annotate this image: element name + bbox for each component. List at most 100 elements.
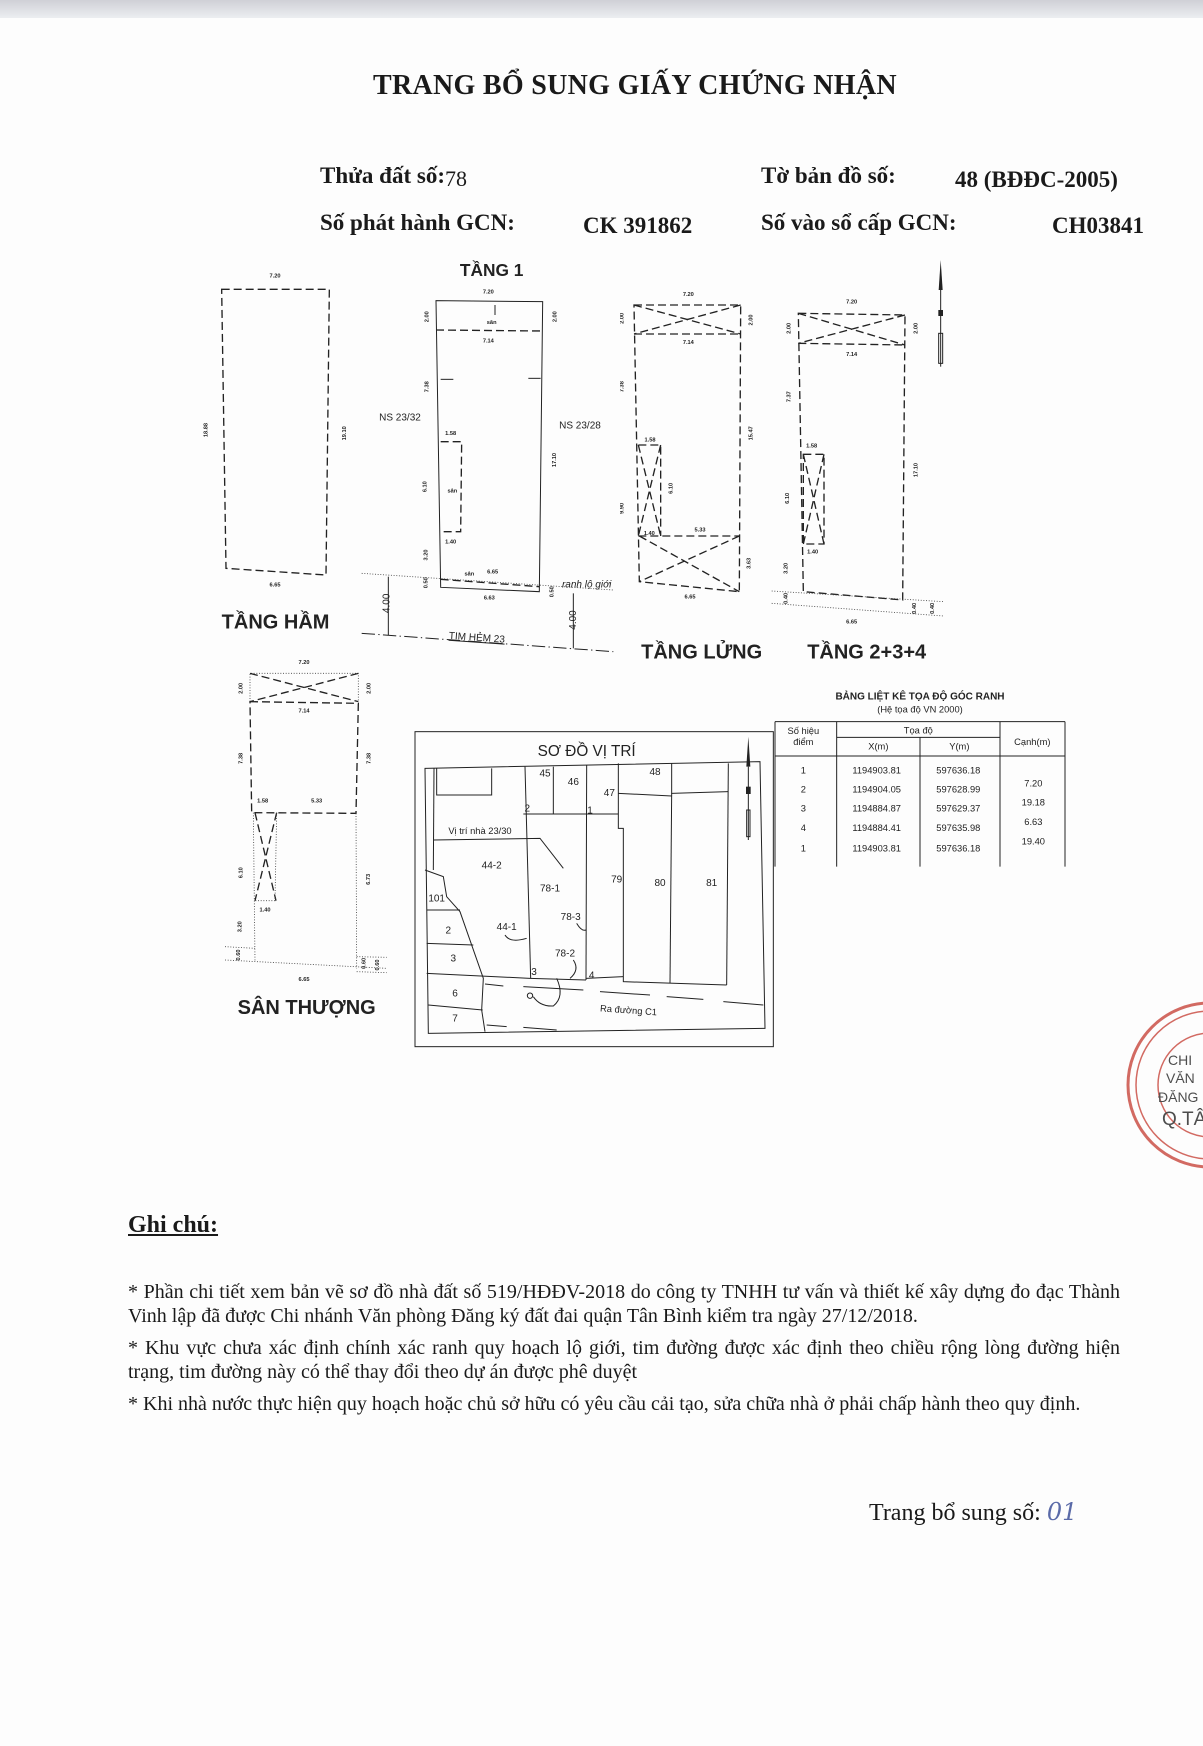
- supplement-label: Trang bổ sung số:: [869, 1500, 1041, 1526]
- cell-point: 2: [801, 785, 806, 795]
- dim-label: 2.00: [619, 313, 625, 324]
- dim-label: 7.37: [787, 391, 793, 402]
- header-y: Y(m): [949, 741, 969, 751]
- cell-x: 1194884.41: [852, 823, 901, 833]
- dim-label: 1.40: [807, 549, 818, 555]
- basement-outline: [220, 288, 331, 576]
- parcel-label: 78-2: [555, 949, 575, 960]
- rooftop-outline: [249, 700, 360, 815]
- parcel-label: 78-3: [561, 912, 581, 923]
- dim-label: 1.40: [644, 531, 655, 537]
- yard-label: sân: [464, 572, 474, 578]
- site-map: SƠ ĐỒ VỊ TRÍ 45 46: [414, 731, 774, 1048]
- dim-label: 5.33: [311, 799, 322, 805]
- dim-label: 0.40: [930, 603, 936, 614]
- header-edge: Cạnh(m): [1014, 737, 1050, 747]
- cell-y: 597635.98: [936, 823, 980, 833]
- plan-title-san-thuong: SÂN THƯỢNG: [238, 995, 376, 1019]
- dim-label: 6.65: [684, 594, 695, 600]
- issue-no-label: Số phát hành GCN:: [320, 210, 515, 235]
- parcel-label: 78-1: [540, 884, 560, 895]
- dim-label: 7.20: [683, 292, 694, 298]
- parcel-label: 48: [649, 767, 661, 778]
- dim-label: 7.38: [367, 753, 373, 764]
- parcel-label: 47: [604, 788, 616, 799]
- page-title: TRANG BỔ SUNG GIẤY CHỨNG NHẬN: [373, 70, 897, 101]
- table-title: BẢNG LIỆT KÊ TỌA ĐỘ GÓC RANH: [835, 689, 1004, 702]
- dim-label: 0.40: [783, 593, 789, 604]
- dim-label: 0.40: [912, 603, 918, 614]
- dim-label: 7.14: [683, 340, 695, 346]
- dim-label: 7.14: [298, 709, 310, 715]
- dim-label: 0.60: [236, 949, 242, 960]
- parcel-label: 44-2: [482, 860, 502, 871]
- dim-label: 1.58: [644, 438, 655, 444]
- svg-text:ĐĂNG K: ĐĂNG K: [1158, 1089, 1203, 1105]
- dim-label: 7.38: [424, 381, 430, 392]
- header-x: X(m): [868, 741, 888, 751]
- issue-no-value: CK 391862: [583, 213, 693, 238]
- dim-label: 18.88: [203, 423, 209, 437]
- cell-point: 4: [801, 823, 806, 833]
- svg-text:Q.TÂ: Q.TÂ: [1162, 1108, 1203, 1130]
- dim-label: 17.10: [552, 453, 558, 467]
- plan-tang-ham-tang-1: 7.20 6.65 18.88 19.10 TẦNG HẦM TẦNG 1 7.…: [203, 260, 614, 653]
- parcel-label: 6: [452, 989, 458, 1000]
- corner-point-label: 1: [587, 805, 593, 816]
- parcel-value: 78: [445, 166, 467, 191]
- cell-edge: 6.63: [1024, 817, 1042, 827]
- yard-label: sân: [487, 320, 497, 326]
- note-item: * Khi nhà nước thực hiện quy hoạch hoặc …: [128, 1393, 1081, 1415]
- cell-y: 597629.37: [936, 804, 980, 814]
- register-label: Số vào sổ cấp GCN:: [761, 210, 957, 235]
- cell-y: 597636.18: [936, 765, 980, 775]
- setback-label: 4.00: [381, 593, 392, 613]
- cell-edge: 19.18: [1022, 798, 1045, 808]
- parcel-label: 44-1: [497, 922, 517, 933]
- header-point: Số hiệu: [788, 726, 820, 736]
- dim-label: 7.38: [619, 381, 625, 392]
- corner-point-label: 2: [525, 804, 531, 815]
- dim-label: 19.10: [342, 426, 348, 440]
- cell-edge: 7.20: [1024, 779, 1042, 789]
- parcel-field: Thửa đất số:78: [320, 163, 467, 191]
- cell-y: 597636.18: [936, 844, 980, 854]
- dim-label: 1.58: [445, 431, 456, 437]
- setback-label: 4.00: [568, 610, 579, 630]
- parcel-label: 7: [452, 1014, 458, 1025]
- dim-label: 15.47: [749, 426, 755, 440]
- cell-x: 1194903.81: [852, 765, 901, 775]
- dim-label: 2.00: [749, 314, 755, 325]
- parcel-label: 101: [428, 894, 445, 905]
- road-label: Ra đường C1: [600, 1003, 658, 1017]
- plan-tang-lung-tang-234: 7.20 7.14 2.00 15.47 1.58 6.10 1.40 5.33…: [619, 260, 944, 663]
- dim-label: 7.38: [238, 753, 244, 764]
- supplement-value: 01: [1046, 1498, 1078, 1526]
- header-point: điểm: [793, 737, 813, 747]
- mezzanine-outline: [633, 304, 742, 593]
- note-item: * Khu vực chưa xác định chính xác ranh q…: [128, 1337, 1120, 1383]
- parcel-label: Thửa đất số:: [320, 163, 445, 188]
- plan-san-thuong: 7.20 2.00 2.00 7.14 7.38 7.38 1.58 5.33 …: [224, 660, 387, 1019]
- parcel-label: 80: [654, 878, 666, 889]
- dim-label: 3.20: [783, 563, 789, 574]
- dim-label: 2.00: [367, 683, 373, 694]
- map-sheet-value: 48 (BĐĐC-2005): [955, 167, 1118, 192]
- dim-label: 7.14: [846, 352, 858, 358]
- boundary-label: ranh lộ giới: [562, 579, 612, 590]
- cell-edge: 19.40: [1022, 837, 1045, 847]
- neighbor-label-left: NS 23/32: [379, 413, 421, 424]
- corner-point-label: 3: [531, 967, 537, 978]
- coordinate-table: BẢNG LIỆT KÊ TỌA ĐỘ GÓC RANH (Hệ tọa độ …: [774, 689, 1066, 867]
- dim-label: 7.20: [846, 299, 857, 305]
- neighbor-label-right: NS 23/28: [559, 420, 601, 431]
- cell-x: 1194904.05: [852, 785, 901, 795]
- cell-point: 1: [801, 765, 806, 775]
- dim-label: 17.10: [913, 463, 919, 477]
- parcel-label: 2: [446, 925, 452, 936]
- dim-label: 3.20: [237, 921, 243, 932]
- map-sheet-label: Tờ bản đồ số:: [761, 163, 896, 188]
- table-subtitle: (Hệ tọa độ VN 2000): [877, 705, 963, 715]
- plan-title-tang-ham: TẦNG HẦM: [222, 610, 330, 633]
